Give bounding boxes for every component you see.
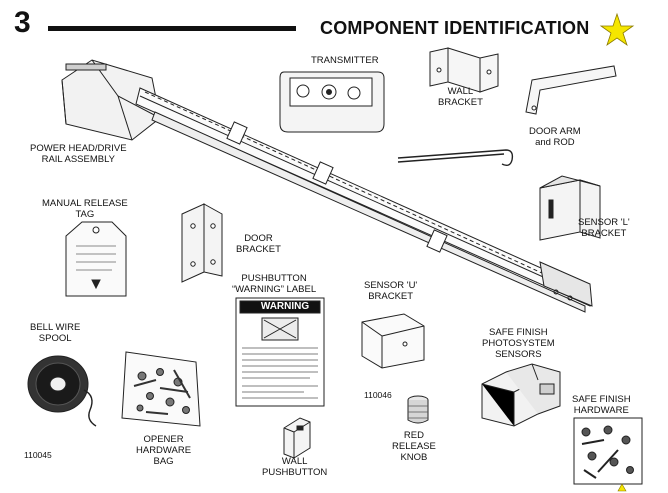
label-opener-hw: OPENER HARDWARE BAG — [136, 434, 191, 467]
label-photosystem-line3: SENSORS — [495, 349, 542, 360]
label-bell-wire: BELL WIRE SPOOL — [30, 322, 80, 344]
manual-release-tag-drawing — [65, 221, 127, 297]
label-pushbutton-warning-line2: “WARNING” LABEL — [232, 284, 317, 295]
label-power-head: POWER HEAD/DRIVE RAIL ASSEMBLY — [30, 143, 127, 165]
opener-hardware-bag-drawing — [121, 351, 201, 427]
label-opener-hw-line2: HARDWARE — [136, 445, 192, 456]
header-rule — [48, 26, 296, 31]
part-number-left: 110045 — [24, 450, 52, 460]
door-arm-drawing — [525, 65, 617, 115]
label-door-bracket: DOOR BRACKET — [236, 233, 281, 255]
wall-bracket-drawing — [429, 47, 499, 93]
label-wall-bracket: WALL BRACKET — [438, 86, 483, 108]
label-door-arm-line2: and ROD — [535, 137, 575, 148]
label-safe-finish-hw-line2: HARDWARE — [573, 405, 629, 416]
label-door-bracket-line1: DOOR — [244, 233, 273, 244]
label-wall-bracket-line2: BRACKET — [438, 97, 483, 108]
door-bracket-drawing — [181, 203, 223, 283]
label-wall-bracket-line1: WALL — [447, 86, 474, 97]
label-transmitter: TRANSMITTER — [311, 55, 379, 66]
label-wall-pushbutton-line1: WALL — [281, 456, 308, 467]
warning-label-heading: WARNING — [260, 301, 310, 312]
bell-wire-spool-drawing — [27, 355, 97, 427]
label-power-head-line1: POWER HEAD/DRIVE — [30, 143, 127, 154]
red-release-knob-drawing — [407, 395, 429, 424]
label-transmitter-line1: TRANSMITTER — [311, 55, 379, 66]
sensor-l-bracket-drawing — [539, 175, 601, 241]
page-title: COMPONENT IDENTIFICATION — [320, 18, 590, 38]
label-red-knob-line3: KNOB — [400, 452, 428, 463]
warning-label-drawing — [235, 297, 325, 407]
part-number-knob: 110046 — [364, 390, 392, 400]
label-opener-hw-line3: BAG — [153, 456, 174, 467]
label-wall-pushbutton-line2: PUSHBUTTON — [262, 467, 328, 478]
label-safe-finish-hw-line1: SAFE FINISH — [572, 394, 631, 405]
star-icon — [599, 12, 635, 47]
label-door-arm: DOOR ARM and ROD — [529, 126, 581, 148]
transmitter-drawing — [279, 71, 385, 133]
label-opener-hw-line1: OPENER — [143, 434, 184, 445]
safe-finish-hardware-drawing — [573, 417, 643, 492]
label-sensor-u-line2: BRACKET — [368, 291, 414, 302]
label-bell-wire-line2: SPOOL — [38, 333, 72, 344]
label-sensor-l-line1: SENSOR 'L' — [578, 217, 630, 228]
label-red-knob-line1: RED — [403, 430, 424, 441]
label-manual-release: MANUAL RELEASE TAG — [42, 198, 128, 220]
step-number: 3 — [14, 6, 31, 39]
label-sensor-l: SENSOR 'L' BRACKET — [578, 217, 630, 239]
label-pushbutton-warning: PUSHBUTTON “WARNING” LABEL — [232, 273, 316, 295]
label-wall-pushbutton: WALL PUSHBUTTON — [262, 456, 327, 478]
label-photosystem-line2: PHOTOSYSTEM — [482, 338, 555, 349]
photosystem-sensors-drawing — [481, 363, 561, 427]
label-red-knob-line2: RELEASE — [392, 441, 436, 452]
label-manual-release-line1: MANUAL RELEASE — [42, 198, 128, 209]
label-bell-wire-line1: BELL WIRE — [30, 322, 81, 333]
label-red-knob: RED RELEASE KNOB — [392, 430, 436, 463]
label-sensor-u-line1: SENSOR 'U' — [364, 280, 418, 291]
rail-drawing — [135, 87, 593, 313]
label-photosystem-line1: SAFE FINISH — [489, 327, 548, 338]
door-rod-drawing — [397, 149, 514, 167]
sensor-u-bracket-drawing — [361, 313, 425, 369]
label-power-head-line2: RAIL ASSEMBLY — [41, 154, 115, 165]
label-manual-release-line2: TAG — [75, 209, 95, 220]
label-safe-finish-hw: SAFE FINISH HARDWARE — [572, 394, 631, 416]
label-sensor-u: SENSOR 'U' BRACKET — [364, 280, 417, 302]
label-sensor-l-line2: BRACKET — [581, 228, 627, 239]
wall-pushbutton-drawing — [283, 417, 311, 459]
label-pushbutton-warning-line1: PUSHBUTTON — [241, 273, 307, 284]
label-door-bracket-line2: BRACKET — [236, 244, 281, 255]
label-door-arm-line1: DOOR ARM — [529, 126, 581, 137]
label-photosystem: SAFE FINISH PHOTOSYSTEM SENSORS — [482, 327, 555, 360]
